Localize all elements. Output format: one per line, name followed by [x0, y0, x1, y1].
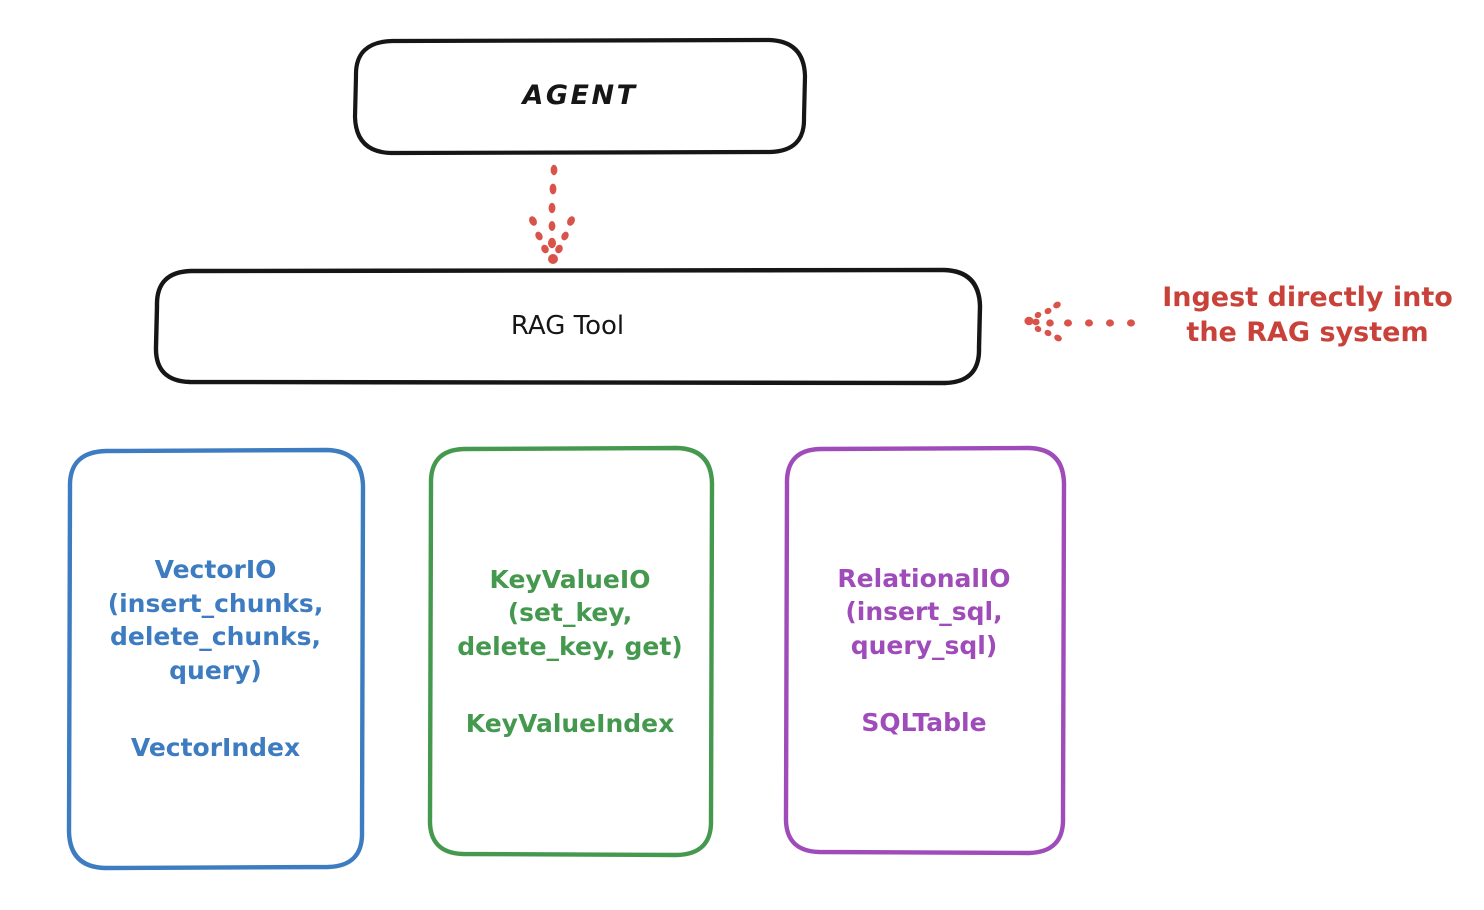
agent-to-rag-arrow — [529, 164, 575, 264]
agent-box[interactable] — [352, 37, 808, 156]
vector-io-box[interactable] — [66, 447, 366, 871]
key-value-io-box[interactable] — [427, 445, 715, 858]
relational-io-box[interactable] — [783, 445, 1067, 856]
ingest-annotation-label: Ingest directly into the RAG system — [1162, 282, 1453, 349]
rag-tool-box[interactable] — [153, 267, 983, 386]
ingest-arrow — [1024, 301, 1135, 342]
